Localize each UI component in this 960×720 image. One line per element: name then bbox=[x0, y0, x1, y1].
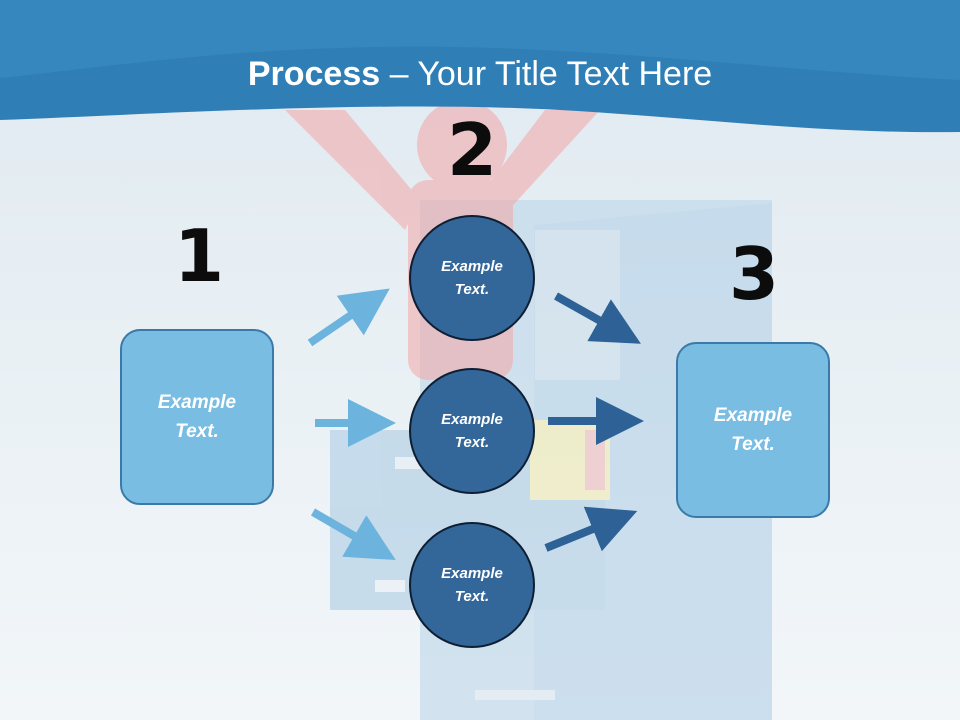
step-2-node-top: Example Text. bbox=[409, 215, 535, 341]
filing-cabinet-illustration bbox=[330, 200, 772, 720]
arrow-1-to-2c bbox=[310, 508, 396, 561]
arrow-2c-to-3 bbox=[544, 506, 638, 552]
step-3-box: Example Text. bbox=[676, 342, 830, 518]
step-2-node-middle-label: Example Text. bbox=[441, 411, 503, 451]
title-bold: Process bbox=[247, 55, 381, 93]
step-2-node-bottom-label: Example Text. bbox=[441, 565, 503, 605]
step-1-label: Example Text. bbox=[157, 392, 237, 442]
step-1-number: 1 bbox=[173, 214, 225, 298]
title-rest: – Your Title Text Here bbox=[380, 55, 713, 93]
arrow-2a-to-3 bbox=[554, 292, 641, 344]
step-2-number: 2 bbox=[446, 108, 498, 192]
step-2-node-bottom: Example Text. bbox=[409, 522, 535, 648]
step-1-box: Example Text. bbox=[120, 329, 274, 505]
slide-title: Process – Your Title Text Here bbox=[0, 50, 960, 98]
arrow-1-to-2a bbox=[307, 288, 390, 347]
step-2-node-top-label: Example Text. bbox=[441, 258, 503, 298]
step-3-number: 3 bbox=[728, 232, 780, 316]
step-2-node-middle: Example Text. bbox=[409, 368, 535, 494]
step-3-label: Example Text. bbox=[713, 405, 793, 455]
